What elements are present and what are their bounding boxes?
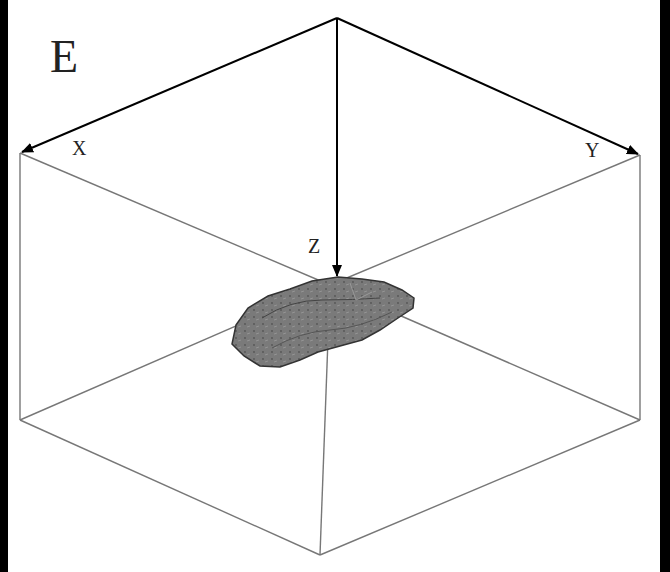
axis-arrows [22,18,638,276]
axis-label: Z [308,236,320,256]
cube-edges [20,153,640,555]
side-bar [660,0,670,572]
axis-label: Y [585,140,599,160]
side-bar [0,0,8,572]
panel-letter: E [50,34,78,80]
axis-label: X [72,138,86,158]
specimen-blob [232,277,414,367]
